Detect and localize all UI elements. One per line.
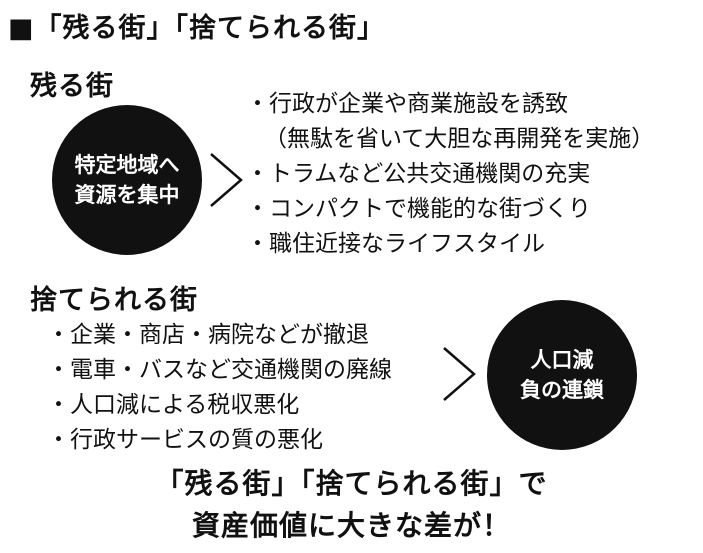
page-title: ■「残る街」「捨てられる街」 [8, 13, 386, 44]
list-item: ・人口減による税収悪化 [47, 392, 300, 418]
list-item: ・行政が企業や商業施設を誘致 [246, 91, 568, 117]
conclusion-line-1: 「残る街」「捨てられる街」で [155, 467, 548, 500]
section-heading-abandoned-town: 捨てられる街 [30, 285, 198, 316]
list-item: ・コンパクトで機能的な街づくり [246, 196, 591, 222]
list-item: ・行政サービスの質の悪化 [47, 427, 323, 453]
list-item: （無駄を省いて大胆な再開発を実施） [264, 126, 655, 152]
circle-line: 特定地域へ [74, 153, 180, 177]
conclusion-line-2: 資産価値に大きな差が！ [191, 509, 511, 542]
remaining-town-bullet-list: ・行政が企業や商業施設を誘致 （無駄を省いて大胆な再開発を実施） ・トラムなど公… [246, 87, 654, 262]
right-chevron-icon [210, 153, 243, 207]
list-item: ・企業・商店・病院などが撤退 [47, 322, 369, 348]
right-chevron-icon [443, 347, 476, 401]
remaining-town-circle: 特定地域へ 資源を集中 [52, 105, 202, 255]
list-item: ・電車・バスなど交通機関の廃線 [47, 357, 392, 383]
abandoned-town-circle: 人口減 負の連鎖 [487, 300, 637, 450]
list-item: ・職住近接なライフスタイル [246, 231, 545, 257]
circle-line: 資源を集中 [74, 183, 180, 207]
section-heading-remaining-town: 残る街 [30, 71, 114, 102]
abandoned-town-bullet-list: ・企業・商店・病院などが撤退 ・電車・バスなど交通機関の廃線 ・人口減による税収… [47, 318, 392, 458]
circle-line: 負の連鎖 [520, 378, 604, 402]
circle-line: 人口減 [530, 348, 594, 372]
list-item: ・トラムなど公共交通機関の充実 [246, 161, 591, 187]
